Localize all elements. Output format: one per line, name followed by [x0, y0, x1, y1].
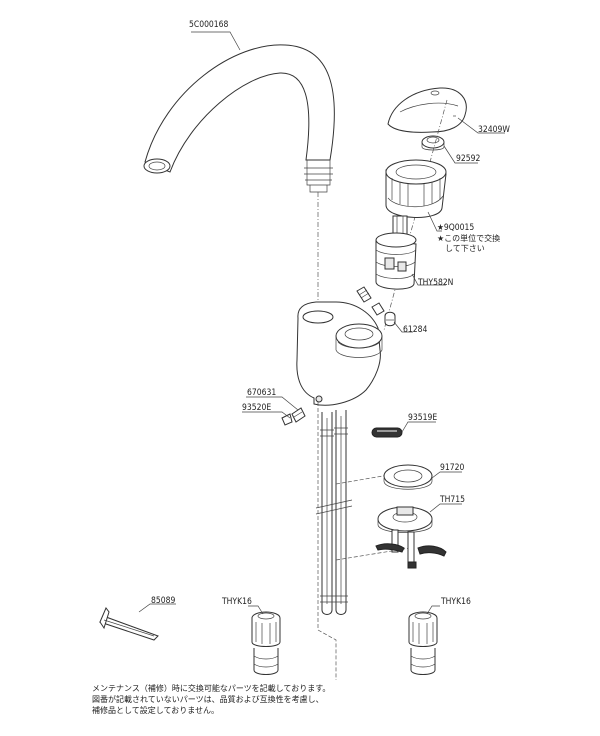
label-th715: TH715 — [440, 495, 466, 505]
handle-leader — [457, 117, 505, 134]
footer-line-1: メンテナンス（補修）時に交換可能なパーツを記載しております。 — [92, 684, 331, 693]
label-cartridge: THY582N — [418, 278, 454, 288]
part-93520-leader — [242, 411, 291, 419]
part-93519-leader — [401, 421, 436, 433]
label-61284: 61284 — [403, 325, 428, 335]
footer-line-2: 図番が記載されていないパーツは、品質および互換性を考慮し、 — [92, 695, 324, 704]
label-cover-90015: ★9Q0015 — [437, 223, 475, 233]
label-handle: 32409W — [478, 125, 510, 135]
valve-right — [408, 611, 438, 675]
part-61284 — [384, 311, 396, 327]
label-93519e: 93519E — [408, 413, 438, 423]
gasket-leader — [431, 471, 462, 479]
valve-right-leader — [426, 605, 440, 615]
part-61284-leader — [393, 321, 413, 333]
handle — [387, 87, 467, 133]
footer-line-3: 補修品として設定しておりません。 — [92, 706, 220, 715]
note-line-2: して下さい — [445, 244, 485, 253]
label-85089: 85089 — [151, 596, 176, 606]
small-nozzle-left — [356, 286, 372, 303]
cover-9q0015 — [385, 159, 447, 218]
cover-leader — [427, 211, 442, 232]
hex-key-leader — [138, 603, 176, 613]
part-93520e — [281, 407, 306, 426]
footer-note: メンテナンス（補修）時に交換可能なパーツを記載しております。 図番が記載されてい… — [92, 683, 330, 716]
gasket-91720 — [383, 464, 433, 490]
cartridge-leader — [411, 273, 446, 286]
label-valve-right: THYK16 — [441, 597, 471, 607]
hose-break — [315, 499, 353, 515]
hex-key — [98, 607, 159, 641]
cartridge-thy582n — [375, 215, 417, 290]
part-670631-leader — [246, 396, 299, 411]
center-axis — [317, 402, 337, 680]
valve-left — [251, 611, 281, 675]
label-valve-left: THYK16 — [222, 597, 252, 607]
mount-leader — [429, 503, 462, 513]
valve-left-leader — [248, 605, 264, 615]
part-93519e — [371, 427, 403, 438]
note-replace-unit: ★この単位で交換 して下さい — [437, 234, 500, 254]
supply-hoses — [320, 410, 348, 615]
label-ring-92592: 92592 — [456, 154, 481, 164]
spout — [143, 44, 335, 193]
faucet-body — [296, 301, 383, 406]
mount-th715 — [375, 506, 447, 569]
label-spout: 5C000168 — [189, 20, 229, 30]
note-line-1: ★この単位で交換 — [437, 234, 501, 243]
label-670631: 670631 — [247, 388, 277, 398]
ring-leader — [443, 145, 478, 164]
label-91720: 91720 — [440, 463, 465, 473]
spout-leader — [191, 31, 241, 51]
small-nozzle-right — [371, 302, 385, 316]
label-93520e: 93520E — [242, 403, 272, 413]
ring-92592 — [421, 135, 445, 151]
